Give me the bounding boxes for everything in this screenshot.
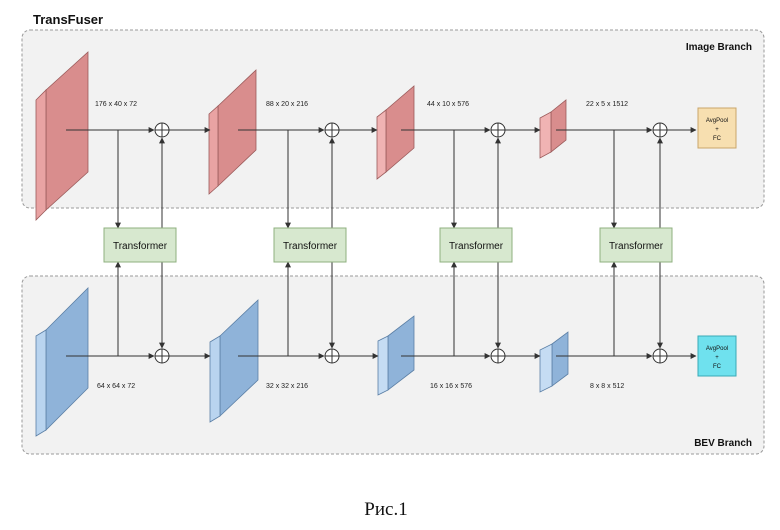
- bev-head-line1: AvgPool: [706, 346, 728, 352]
- transformer-1: Transformer: [104, 228, 176, 262]
- transformer-3-label: Transformer: [449, 241, 504, 252]
- bev-stage-1-dims: 64 x 64 x 72: [97, 383, 135, 390]
- bev-head-line2: +: [715, 355, 719, 361]
- transformer-1-label: Transformer: [113, 241, 168, 252]
- bev-head-line3: FC: [713, 364, 722, 370]
- bev-sum-node-3: [491, 349, 505, 363]
- diagram-title: TransFuser: [33, 12, 103, 27]
- transformer-4-label: Transformer: [609, 241, 664, 252]
- image-sum-node-4: [653, 123, 667, 137]
- image-sum-node-3: [491, 123, 505, 137]
- image-stage-3-dims: 44 x 10 x 576: [427, 101, 469, 108]
- transformer-3: Transformer: [440, 228, 512, 262]
- transformer-2: Transformer: [274, 228, 346, 262]
- image-stage-2-dims: 88 x 20 x 216: [266, 101, 308, 108]
- figure-caption: Рис.1: [364, 499, 407, 520]
- bev-head-box: AvgPool + FC: [698, 336, 736, 376]
- bev-branch-label: BEV Branch: [694, 438, 752, 449]
- image-head-line2: +: [715, 127, 719, 133]
- bev-sum-node-2: [325, 349, 339, 363]
- bev-stage-4-dims: 8 x 8 x 512: [590, 383, 624, 390]
- image-head-line1: AvgPool: [706, 118, 728, 124]
- image-head-box: AvgPool + FC: [698, 108, 736, 148]
- image-stage-4-dims: 22 x 5 x 1512: [586, 101, 628, 108]
- bev-sum-node-1: [155, 349, 169, 363]
- bev-sum-node-4: [653, 349, 667, 363]
- image-sum-node-2: [325, 123, 339, 137]
- bev-stage-3-dims: 16 x 16 x 576: [430, 383, 472, 390]
- image-stage-1-dims: 176 x 40 x 72: [95, 101, 137, 108]
- image-branch-label: Image Branch: [686, 42, 752, 53]
- transformer-4: Transformer: [600, 228, 672, 262]
- image-head-line3: FC: [713, 136, 722, 142]
- image-sum-node-1: [155, 123, 169, 137]
- transformer-2-label: Transformer: [283, 241, 338, 252]
- bev-stage-2-dims: 32 x 32 x 216: [266, 383, 308, 390]
